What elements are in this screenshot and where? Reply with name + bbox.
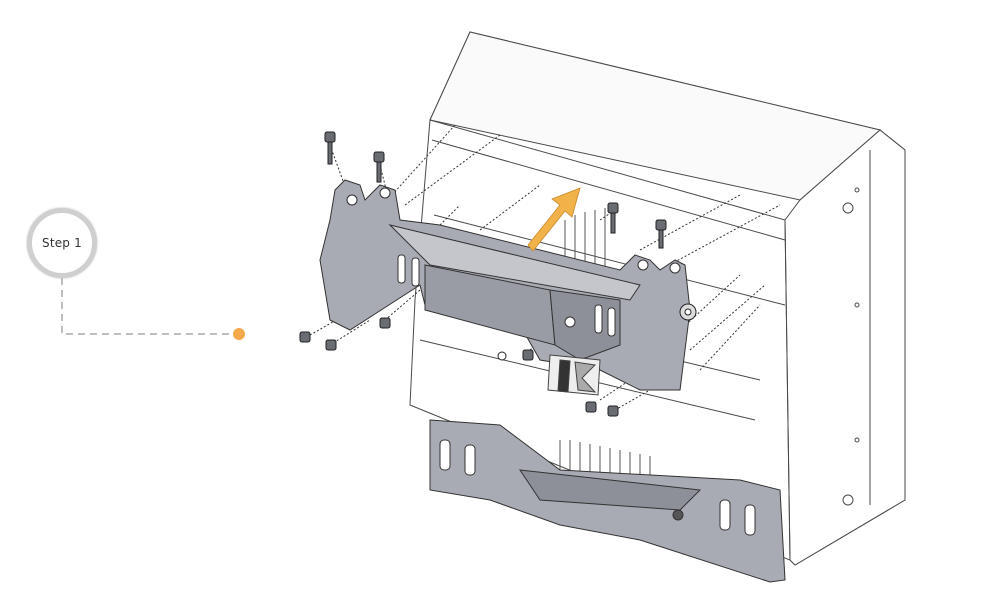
upper-bracket: [319, 179, 691, 391]
step-label: Step 1: [42, 236, 82, 250]
step-badge: Step 1: [27, 208, 97, 278]
logo-plate: [547, 354, 601, 396]
leader-target-dot: [233, 328, 245, 340]
heat-sink-fins: [559, 208, 651, 490]
leader-line: [61, 278, 236, 335]
direction-arrow-icon: [527, 187, 581, 252]
guide-lines: [309, 124, 781, 411]
screws: [299, 131, 697, 417]
lower-bracket: [429, 419, 786, 583]
